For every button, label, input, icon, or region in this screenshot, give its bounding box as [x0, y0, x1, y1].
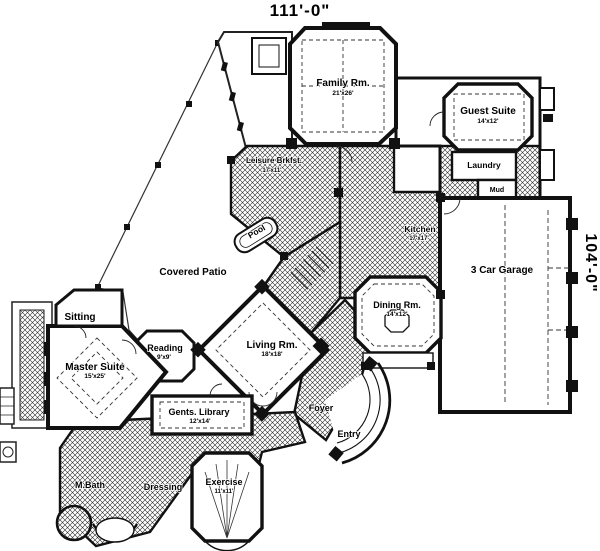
pool-courtyard	[233, 216, 279, 254]
exercise-size: 11'x11'	[215, 489, 234, 495]
reading-label: Reading	[147, 343, 183, 353]
master-suite-label: Master Suite	[65, 362, 125, 373]
guest-suite-label: Guest Suite	[460, 106, 516, 117]
bathtub	[95, 517, 135, 543]
laundry-label: Laundry	[467, 160, 501, 170]
room-sitting	[54, 288, 124, 328]
covered-patio-label: Covered Patio	[159, 267, 226, 278]
exercise-fan	[204, 460, 250, 539]
dining-size: 14'x12'	[386, 311, 408, 318]
library-size: 12'x14'	[189, 418, 211, 425]
living-room-size: 18'x18'	[261, 351, 283, 358]
stairs	[290, 246, 334, 290]
leisure-label: Leisure Brkfst.	[246, 156, 302, 165]
pool-shape	[233, 216, 279, 254]
entry-porch	[325, 355, 392, 465]
mud-label: Mud	[490, 187, 504, 194]
laundry-room	[450, 150, 518, 182]
room-dining	[353, 275, 443, 370]
garage-label: 3 Car Garage	[471, 265, 534, 276]
leisure-size: 17'x11'	[262, 168, 282, 174]
foyer-label: Foyer	[309, 403, 334, 413]
master-suite-size: 15'x25'	[84, 373, 106, 380]
room-family	[288, 22, 398, 146]
room-guest-wing	[394, 76, 555, 200]
mbath-fixtures	[55, 504, 139, 543]
kitchen-size: 17'x17'	[409, 236, 429, 242]
entry-label: Entry	[337, 429, 360, 439]
dining-table	[384, 309, 410, 333]
guest-suite-room	[442, 82, 534, 152]
room-library	[150, 394, 254, 436]
kitchen-label: Kitchen	[404, 224, 435, 234]
fireplace-inner	[258, 44, 280, 68]
master-windows	[44, 342, 50, 414]
sitting-label: Sitting	[64, 312, 95, 323]
library-label: Gents. Library	[168, 407, 229, 417]
garage-pilasters	[566, 218, 578, 392]
wall-junctions	[190, 138, 445, 422]
door-swings	[73, 111, 461, 397]
living-room-label: Living Rm.	[246, 340, 297, 351]
dining-label: Dining Rm.	[373, 300, 421, 310]
dressing-label: Dressing	[144, 482, 183, 492]
mbath-label: M.Bath	[75, 480, 105, 490]
guest-suite-size: 14'x12'	[477, 118, 499, 125]
family-room-label: Family Rm.	[316, 78, 370, 89]
room-master	[44, 324, 169, 430]
turret	[55, 504, 93, 542]
family-room-size: 21'x26'	[332, 90, 354, 97]
kitchen-floor	[338, 144, 450, 300]
exercise-label: Exercise	[205, 477, 242, 487]
dimension-top: 111'-0"	[270, 1, 331, 20]
reading-size: 9'x9'	[157, 354, 171, 361]
room-exercise	[190, 451, 264, 551]
top-left-terrace	[216, 31, 293, 149]
terrace-windows	[220, 61, 244, 132]
dimension-right: 104'-0"	[582, 233, 599, 292]
room-garage	[438, 196, 578, 414]
